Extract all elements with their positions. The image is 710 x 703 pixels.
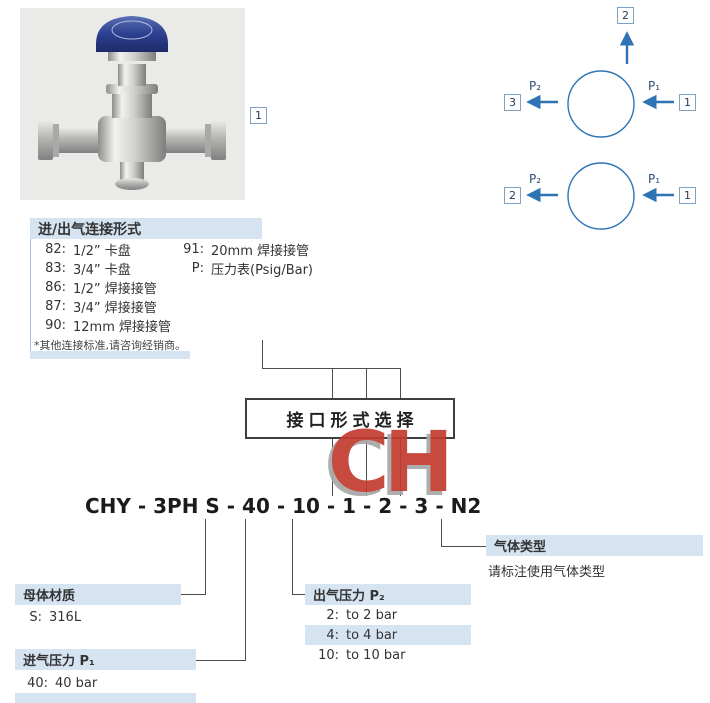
- body-material-item-desc: 316L: [49, 610, 82, 625]
- connection-item: 87: 3/4” 焊接接管: [40, 297, 171, 316]
- body-material-item: S: 316L: [22, 608, 81, 627]
- valve-photo-art: [20, 8, 245, 200]
- connector-line: [292, 594, 305, 595]
- connection-item-code: 91:: [183, 242, 204, 257]
- connection-item-desc: 20mm 焊接接管: [211, 244, 310, 259]
- connection-item-desc: 3/4” 焊接接管: [73, 301, 157, 316]
- connection-item-code: P:: [191, 261, 204, 276]
- port-label-p2-bottom: P₂: [529, 172, 542, 186]
- connection-item: 82: 1/2” 卡盘: [40, 240, 171, 259]
- outlet-pressure-item: 10: to 10 bar: [305, 645, 471, 665]
- connection-item: 91: 20mm 焊接接管: [178, 240, 313, 259]
- connector-line: [441, 519, 442, 547]
- connection-item-code: 90:: [45, 318, 66, 333]
- outlet-pressure-list: 2: to 2 bar 4: to 4 bar 10: to 10 bar: [305, 605, 471, 665]
- connection-item-desc: 12mm 焊接接管: [73, 320, 172, 335]
- gas-type-title-bar: 气体类型: [486, 535, 703, 556]
- connector-line: [262, 340, 263, 368]
- outlet-pressure-item-desc: to 10 bar: [346, 647, 406, 663]
- connection-item-desc: 压力表(Psig/Bar): [211, 263, 314, 278]
- inlet-pressure-list: 40: 40 bar: [22, 674, 97, 693]
- connection-list-right: 91: 20mm 焊接接管 P: 压力表(Psig/Bar): [178, 240, 313, 278]
- ref-box-port2-bottom: 2: [504, 187, 521, 204]
- outlet-pressure-item-desc: to 2 bar: [346, 607, 398, 623]
- interface-selector-box: 接口形式选择: [245, 398, 455, 439]
- connection-item: 90: 12mm 焊接接管: [40, 316, 171, 335]
- outlet-pressure-item-code: 4:: [326, 627, 339, 643]
- connection-item-desc: 1/2” 卡盘: [73, 244, 131, 259]
- connector-line: [262, 368, 400, 369]
- connector-line: [292, 519, 293, 595]
- inlet-pressure-accent-bar: [15, 693, 196, 703]
- inlet-pressure-item-code: 40:: [27, 676, 48, 691]
- inlet-pressure-item-desc: 40 bar: [55, 676, 98, 691]
- connection-title-bar: 进/出气连接形式: [30, 218, 262, 239]
- port-label-p1-top: P₁: [648, 79, 661, 93]
- body-material-title-bar: 母体材质: [15, 584, 181, 605]
- valve-photo: [20, 8, 245, 200]
- port-label-p1-bottom: P₁: [648, 172, 661, 186]
- body-material-item-code: S:: [29, 610, 42, 625]
- flow-diagram: [526, 31, 674, 230]
- note-underline-bar: [30, 351, 190, 359]
- connection-item-code: 86:: [45, 280, 66, 295]
- connector-line: [245, 519, 246, 661]
- ref-box-port1-top: 1: [679, 94, 696, 111]
- connection-item-code: 87:: [45, 299, 66, 314]
- connector-line: [196, 660, 245, 661]
- connector-line: [181, 594, 205, 595]
- port-label-p2-top: P₂: [529, 79, 542, 93]
- connection-item-code: 82:: [45, 242, 66, 257]
- gas-type-note: 请标注使用气体类型: [488, 565, 606, 580]
- ref-box-port3: 3: [504, 94, 521, 111]
- valve-circle-top: [567, 70, 635, 138]
- outlet-pressure-item-desc: to 4 bar: [346, 627, 398, 643]
- connection-note: *其他连接标准,请咨询经销商。: [34, 339, 186, 352]
- connection-item-desc: 1/2” 焊接接管: [73, 282, 157, 297]
- outlet-pressure-item-code: 10:: [318, 647, 339, 663]
- outlet-pressure-item-highlighted: 4: to 4 bar: [305, 625, 471, 645]
- inlet-pressure-title-bar: 进气压力 P₁: [15, 649, 196, 670]
- inlet-pressure-item: 40: 40 bar: [22, 674, 97, 693]
- connection-item: 83: 3/4” 卡盘: [40, 259, 171, 278]
- connection-list-left: 82: 1/2” 卡盘 83: 3/4” 卡盘 86: 1/2” 焊接接管 87…: [40, 240, 171, 335]
- outlet-pressure-item: 2: to 2 bar: [305, 605, 471, 625]
- connector-line: [441, 546, 486, 547]
- outlet-pressure-title-bar: 出气压力 P₂: [305, 584, 471, 605]
- connection-item: P: 压力表(Psig/Bar): [178, 259, 313, 278]
- connection-item-code: 83:: [45, 261, 66, 276]
- ordering-code: CHY - 3PH S - 40 - 10 - 1 - 2 - 3 - N2: [85, 494, 482, 518]
- valve-circle-bottom: [567, 162, 635, 230]
- outlet-pressure-item-code: 2:: [326, 607, 339, 623]
- connection-item: 86: 1/2” 焊接接管: [40, 278, 171, 297]
- connection-section-line: [30, 239, 31, 351]
- body-material-list: S: 316L: [22, 608, 81, 627]
- connection-item-desc: 3/4” 卡盘: [73, 263, 131, 278]
- ref-box-port2-top: 2: [617, 7, 634, 24]
- interface-selector-label: 接口形式选择: [286, 411, 419, 431]
- ref-box-port1-bottom: 1: [679, 187, 696, 204]
- brand-watermark: CH: [328, 413, 454, 511]
- connector-line: [205, 519, 206, 595]
- ref-box-photo: 1: [250, 107, 267, 124]
